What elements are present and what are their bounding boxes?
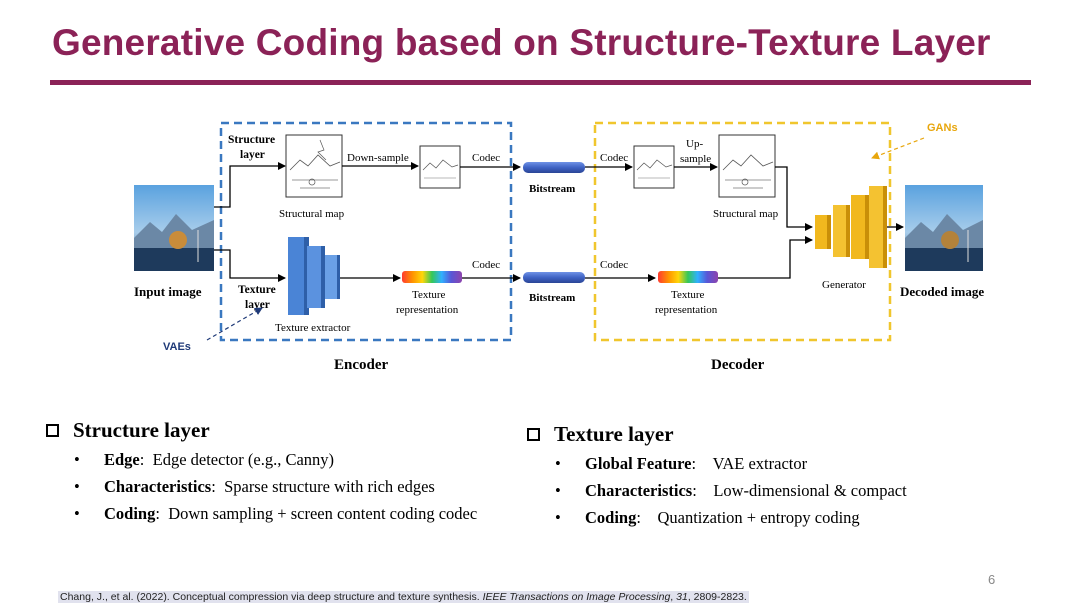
structural-map-encoder [285,134,343,198]
decoder-label: Decoder [711,357,765,373]
checkbox-square-icon [527,428,540,441]
texture-layer-label-1: Texture [238,284,276,296]
texture-representation-decoder-label-2: representation [655,304,718,316]
decoder-box [593,121,892,342]
list-item: Characteristics: Low-dimensional & compa… [555,481,907,501]
slide-title: Generative Coding based on Structure-Tex… [52,22,991,63]
input-image-label: Input image [134,284,202,299]
structural-map-decoder [718,134,776,198]
structure-layer-label-1: Structure [228,134,275,146]
codec-label-1: Codec [472,152,500,164]
structural-map-encoder-label: Structural map [279,208,345,220]
texture-representation-encoder-label-1: Texture [412,289,446,301]
structure-layer-section: Structure layer Edge: Edge detector (e.g… [46,418,477,524]
up-sample-label-1: Up- [686,138,703,150]
list-item: Global Feature: VAE extractor [555,454,907,474]
encoder-label: Encoder [334,357,389,373]
texture-extractor [288,237,340,315]
codec-label-3: Codec [472,259,500,271]
codec-label-4: Codec [600,259,628,271]
texture-representation-encoder [402,271,462,283]
bitstream-bar-1 [523,162,585,173]
texture-extractor-label: Texture extractor [275,322,351,334]
input-image [134,185,214,271]
list-item: Coding: Quantization + entropy coding [555,508,907,528]
down-sample-label: Down-sample [347,152,409,164]
page-number: 6 [988,572,996,587]
vaes-label: VAEs [163,341,191,353]
bitstream-bar-2 [523,272,585,283]
generator-label: Generator [822,279,866,291]
texture-layer-label-2: layer [245,299,270,311]
texture-layer-heading: Texture layer [527,422,907,447]
small-structural-map-encoder [419,145,461,189]
texture-layer-section: Texture layer Global Feature: VAE extrac… [527,422,907,528]
small-structural-map-decoder [633,145,675,189]
list-item: Characteristics: Sparse structure with r… [74,477,477,497]
citation: Chang, J., et al. (2022). Conceptual com… [58,591,749,603]
checkbox-square-icon [46,424,59,437]
list-item: Coding: Down sampling + screen content c… [74,504,477,524]
texture-representation-decoder [658,271,718,283]
structure-layer-heading: Structure layer [46,418,477,443]
texture-representation-encoder-label-2: representation [396,304,459,316]
bitstream-label-1: Bitstream [529,183,575,195]
structure-layer-label-2: layer [240,149,265,161]
codec-label-2: Codec [600,152,628,164]
generator [815,186,887,268]
decoded-image-label: Decoded image [900,284,984,299]
title-rule [50,80,1031,85]
list-item: Edge: Edge detector (e.g., Canny) [74,450,477,470]
up-sample-label-2: sample [680,153,711,165]
texture-representation-decoder-label-1: Texture [671,289,705,301]
bitstream-label-2: Bitstream [529,292,575,304]
decoded-image [905,185,983,271]
structural-map-decoder-label: Structural map [713,208,779,220]
gans-label: GANs [927,122,958,134]
encoder-box [219,121,513,342]
